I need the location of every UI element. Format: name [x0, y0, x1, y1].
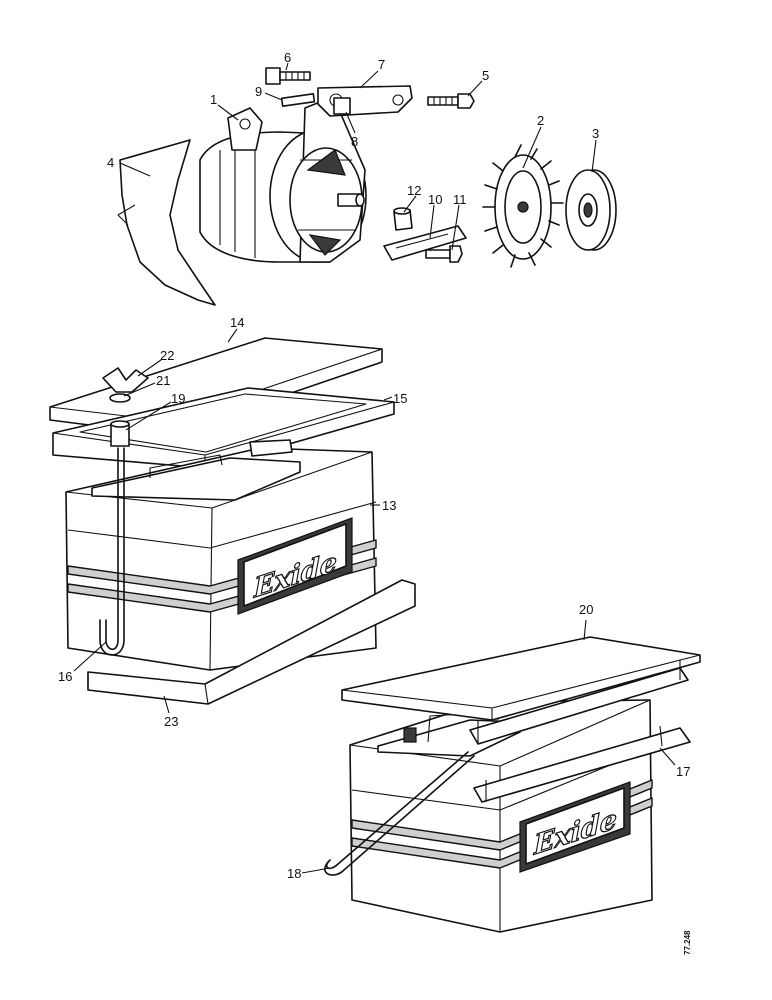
callout-5: 5 [482, 68, 489, 83]
adjusting-link [383, 225, 467, 261]
callout-1: 1 [210, 92, 217, 107]
callout-22: 22 [160, 348, 174, 363]
cooling-fan [482, 144, 564, 268]
wing-nut [102, 367, 149, 393]
nut-19 [110, 420, 130, 447]
callout-6: 6 [284, 50, 291, 65]
callout-14: 14 [230, 315, 244, 330]
callout-2: 2 [537, 113, 544, 128]
bolt-5 [427, 93, 475, 109]
callout-4: 4 [107, 155, 114, 170]
callout-11: 11 [453, 192, 467, 207]
bolt-6 [265, 67, 311, 85]
spacer-12 [393, 207, 413, 231]
callout-16: 16 [58, 669, 72, 684]
callout-7: 7 [378, 57, 385, 72]
callout-15: 15 [393, 391, 407, 406]
callout-17: 17 [676, 764, 690, 779]
adjusting-bracket [317, 85, 413, 117]
bolt-9 [280, 93, 316, 107]
callout-13: 13 [382, 498, 396, 513]
clamp-frame [52, 387, 395, 469]
bolt-8 [333, 97, 351, 115]
alternator-assembly [117, 99, 367, 306]
pulley [565, 169, 617, 251]
callout-3: 3 [592, 126, 599, 141]
callout-20: 20 [579, 602, 593, 617]
leader-lines [73, 62, 676, 874]
callout-9: 9 [255, 84, 262, 99]
callout-labels: 1 2 3 4 5 6 7 8 9 10 11 12 13 14 15 16 1… [58, 50, 690, 881]
battery-tray [87, 579, 416, 705]
clamp-bar-lower [473, 725, 691, 803]
callout-8: 8 [351, 134, 358, 149]
reference-code: 77.248 [683, 930, 692, 955]
callout-23: 23 [164, 714, 178, 729]
bolt-11 [425, 245, 463, 263]
battery-cover-lower [341, 636, 701, 721]
battery-13: Exide [65, 439, 377, 671]
callout-12: 12 [407, 183, 421, 198]
callout-10: 10 [428, 192, 442, 207]
alternator-shield [119, 139, 216, 306]
clamp-bar-upper [469, 660, 689, 745]
callout-21: 21 [156, 373, 170, 388]
callout-18: 18 [287, 866, 301, 881]
callout-19: 19 [171, 391, 185, 406]
